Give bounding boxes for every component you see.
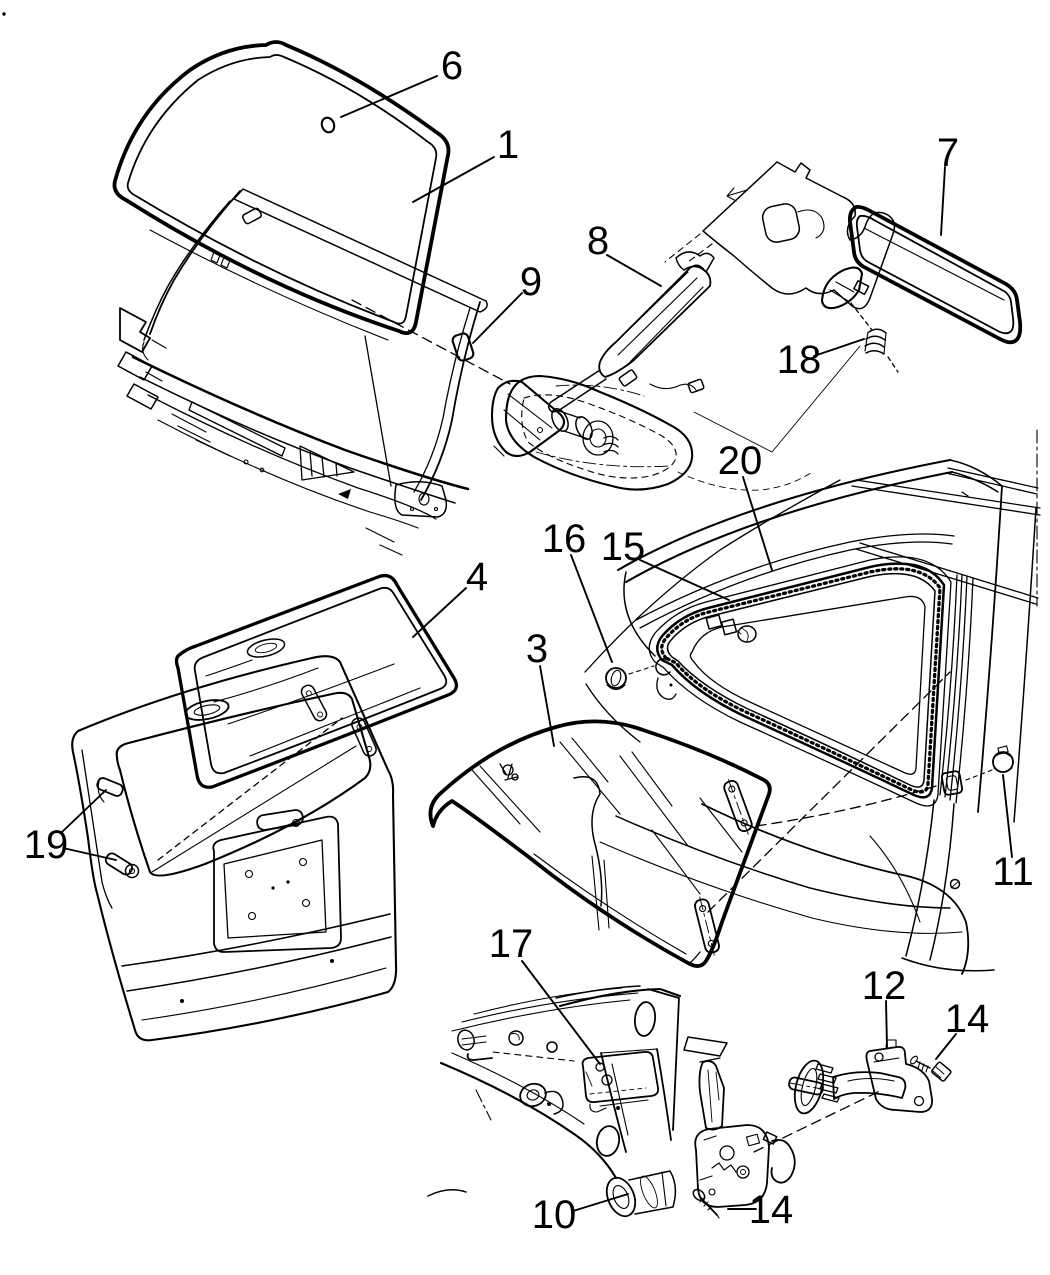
callout-20-leader bbox=[742, 476, 773, 571]
callout-15-leader bbox=[639, 559, 730, 601]
mirror-button-hole bbox=[320, 116, 336, 134]
rear-view-mirror-back bbox=[490, 345, 861, 491]
mirror-stem bbox=[820, 266, 864, 310]
body-grommet-hook bbox=[519, 1082, 564, 1115]
callout-12-leader bbox=[885, 1000, 888, 1048]
callout-4-leader bbox=[412, 587, 467, 638]
mirror-support-bracket bbox=[548, 233, 715, 413]
glass-sightline bbox=[707, 671, 951, 913]
mount-spring-18 bbox=[864, 328, 887, 355]
glass-hinge-lower bbox=[694, 896, 720, 956]
liftgate bbox=[71, 655, 398, 1042]
d-pillar bbox=[901, 459, 1037, 972]
mirror-stem-back bbox=[490, 379, 566, 458]
callout-11-leader bbox=[1002, 774, 1013, 858]
callout-8-label: 8 bbox=[587, 219, 609, 263]
callout-7-label: 7 bbox=[937, 131, 959, 175]
callout-16-leader bbox=[570, 554, 613, 663]
sail-panel-crease bbox=[584, 479, 841, 673]
backlite-hinge-right bbox=[351, 717, 377, 757]
callout-14-leader bbox=[935, 1033, 957, 1060]
callout-6-label: 6 bbox=[441, 44, 463, 88]
callout-7-leader bbox=[940, 166, 946, 236]
callout-9-leader bbox=[472, 292, 523, 344]
backlite-hinge-left bbox=[300, 684, 328, 722]
callout-3-leader bbox=[539, 665, 555, 747]
panel-cutout bbox=[761, 203, 801, 243]
page-artifact-dot bbox=[2, 12, 6, 16]
defroster-terminal bbox=[499, 763, 519, 781]
callout-9-label: 9 bbox=[520, 260, 542, 304]
pillar-clip-9 bbox=[451, 332, 475, 362]
mirror-sightline bbox=[351, 299, 511, 385]
callout-17-leader bbox=[521, 960, 601, 1065]
hook-clip bbox=[762, 1131, 796, 1184]
callout-17-label: 17 bbox=[489, 922, 534, 966]
striker-bracket-12 bbox=[793, 1039, 952, 1115]
callout-19-label: 19 bbox=[24, 823, 69, 867]
callout-8-leader bbox=[606, 254, 662, 287]
striker-bolt-14 bbox=[909, 1055, 952, 1082]
rear-view-mirror-front bbox=[820, 204, 1023, 373]
backlite-glass-4 bbox=[174, 573, 459, 789]
callout-19-leader bbox=[61, 789, 107, 833]
callout-18-label: 18 bbox=[777, 338, 822, 382]
pillar-hole bbox=[940, 770, 964, 796]
liftgate-clip-lower-19 bbox=[104, 852, 140, 879]
callout-11-label: 11 bbox=[992, 850, 1034, 894]
body-side-quarter-opening bbox=[584, 429, 1041, 975]
callout-18-leader bbox=[813, 338, 865, 357]
callout-14-label: 14 bbox=[945, 997, 990, 1041]
liftgate-window-aperture bbox=[115, 691, 372, 877]
window-stud bbox=[705, 614, 757, 643]
quarter-glass-3 bbox=[428, 719, 772, 968]
callout-19-leader bbox=[62, 847, 117, 861]
headliner-panel bbox=[702, 161, 896, 310]
callout-1-label: 1 bbox=[497, 123, 519, 167]
callout-10-leader bbox=[572, 1193, 629, 1212]
callout-4-label: 4 bbox=[466, 555, 488, 599]
callout-16-label: 16 bbox=[542, 517, 587, 561]
spring-back-view bbox=[602, 435, 619, 455]
rear-quarter-inner-structure bbox=[427, 985, 883, 1219]
callout-15-label: 15 bbox=[601, 525, 646, 569]
windshield-aperture-body bbox=[117, 188, 511, 556]
roof-moldings-20 bbox=[635, 467, 1041, 629]
callout-1-leader bbox=[412, 156, 495, 203]
license-plate-recess bbox=[212, 815, 342, 953]
callout-20-label: 20 bbox=[718, 439, 763, 483]
liftgate-latch-10 bbox=[605, 1057, 770, 1218]
glass-hinge-upper bbox=[723, 779, 753, 835]
grommet-11 bbox=[965, 745, 1014, 781]
callout-12-label: 12 bbox=[862, 964, 907, 1008]
latch-screw-14 bbox=[692, 1188, 720, 1219]
callout-14-label: 14 bbox=[749, 1188, 794, 1232]
liftgate-clip-upper-19 bbox=[96, 777, 124, 803]
header-clip bbox=[242, 207, 262, 225]
windshield-glass bbox=[112, 40, 451, 487]
latch-plate-17 bbox=[581, 1050, 660, 1113]
callout-10-label: 10 bbox=[532, 1193, 577, 1237]
quarter-window-weatherstrip-15 bbox=[648, 556, 952, 807]
push-pin-16 bbox=[605, 658, 677, 700]
callout-6-leader bbox=[340, 75, 438, 118]
callout-3-label: 3 bbox=[526, 627, 548, 671]
